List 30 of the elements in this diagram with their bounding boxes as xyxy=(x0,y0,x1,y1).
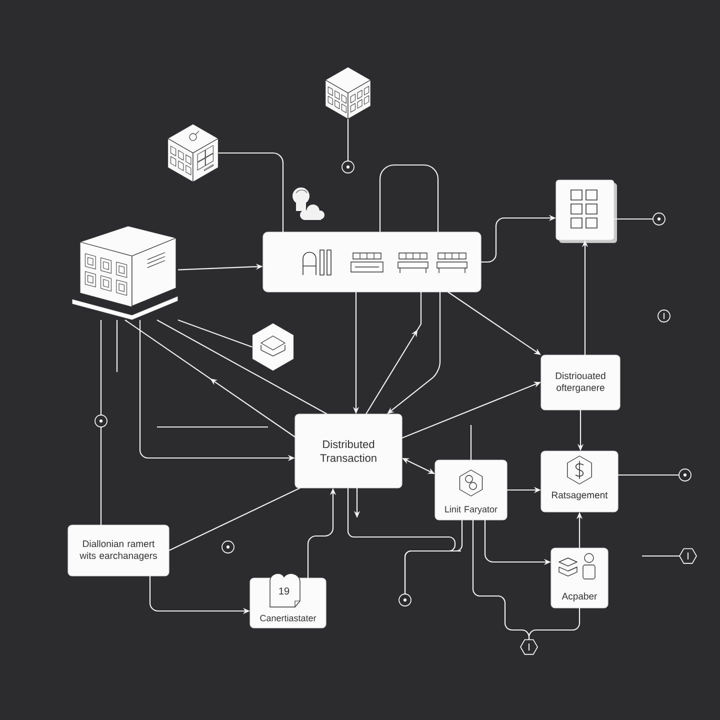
connector-line xyxy=(470,425,472,460)
connector-line xyxy=(379,164,439,232)
connector-line xyxy=(642,555,680,557)
connector-line xyxy=(404,520,463,594)
server-icon xyxy=(72,226,178,320)
connector-line xyxy=(528,608,580,640)
process-box: Distributed Transaction xyxy=(294,414,402,488)
circle-marker xyxy=(398,594,412,606)
hexagon-icon xyxy=(252,322,294,372)
connector-line xyxy=(100,427,102,525)
arrow xyxy=(124,320,296,438)
cube-icon xyxy=(167,124,219,182)
connector-line xyxy=(218,152,284,232)
circle-marker xyxy=(94,414,108,428)
connector-line xyxy=(347,119,349,161)
process-box: Diallonian ramert wits earchanagers xyxy=(68,524,170,576)
process-box: Distriouated ofterganere xyxy=(540,354,620,410)
circle-marker xyxy=(652,212,666,226)
grid-tile xyxy=(556,180,617,243)
circle-marker xyxy=(678,468,692,482)
circle-marker xyxy=(342,160,354,174)
connector-line xyxy=(168,488,300,551)
connector-line xyxy=(100,320,102,415)
connector-line xyxy=(178,319,252,348)
connector-line xyxy=(156,320,328,414)
connector-line xyxy=(618,474,679,476)
arrow xyxy=(366,292,422,414)
process-box: Acpaber xyxy=(550,548,608,608)
connector-line xyxy=(614,218,653,220)
cube-icon xyxy=(325,66,371,120)
